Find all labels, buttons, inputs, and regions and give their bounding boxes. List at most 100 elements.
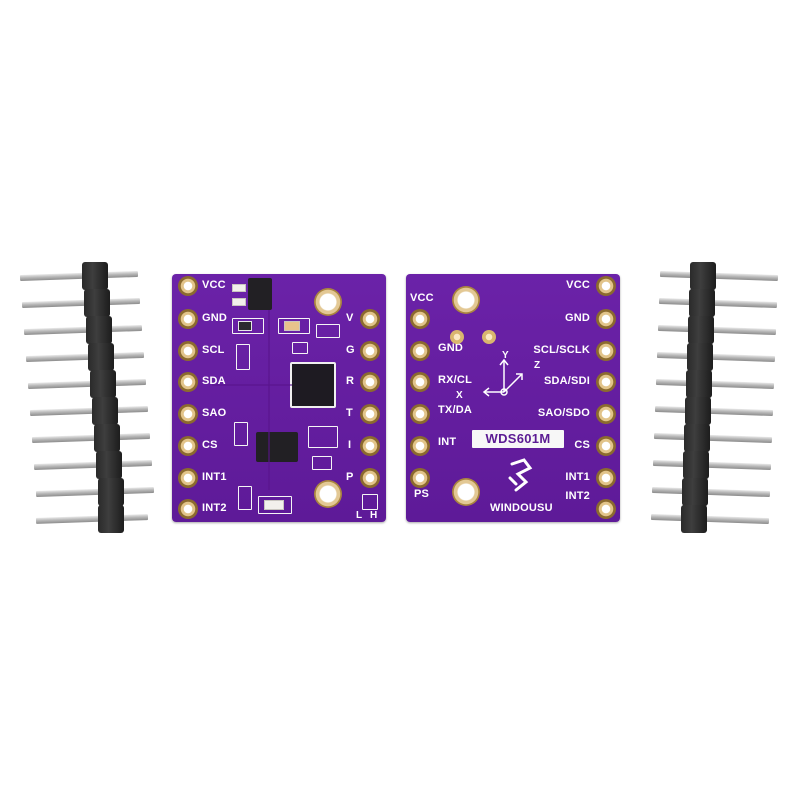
pin-pad bbox=[596, 468, 616, 488]
pin-label: V bbox=[346, 312, 354, 324]
pin-pad bbox=[596, 404, 616, 424]
pin-label: INT1 bbox=[202, 471, 227, 483]
pin-label: G bbox=[346, 344, 355, 356]
header-pin bbox=[35, 505, 156, 533]
pin-pad bbox=[596, 276, 616, 296]
solder-jumper bbox=[362, 494, 378, 510]
header-pin bbox=[642, 262, 782, 290]
pin-label: INT1 bbox=[565, 471, 590, 483]
pin-pad bbox=[178, 341, 198, 361]
pin-label: SDA/SDI bbox=[543, 375, 590, 387]
pin-pad bbox=[360, 404, 380, 424]
pin-label: VCC bbox=[410, 292, 434, 304]
header-pin bbox=[636, 424, 776, 452]
smd-component bbox=[232, 284, 246, 292]
smd-footprint bbox=[232, 318, 264, 334]
jumper-label: L bbox=[356, 510, 363, 521]
pin-pad bbox=[596, 341, 616, 361]
pcb-trace bbox=[212, 384, 292, 386]
mounting-hole bbox=[452, 286, 480, 314]
header-pin bbox=[638, 370, 778, 398]
pcb-front: VCC GND SCL SDA SAO CS INT1 INT2 V G R T… bbox=[172, 274, 386, 522]
secondary-chip bbox=[256, 432, 298, 462]
brand-name: WINDOUSU bbox=[490, 502, 553, 514]
model-label: WDS601M bbox=[472, 430, 564, 448]
pin-label: P bbox=[346, 471, 354, 483]
pin-pad bbox=[596, 372, 616, 392]
mounting-hole bbox=[314, 288, 342, 316]
smd-footprint bbox=[234, 422, 248, 446]
axis-label-z: Z bbox=[534, 360, 541, 371]
smd-footprint bbox=[258, 496, 292, 514]
pin-pad bbox=[178, 436, 198, 456]
pin-label: VCC bbox=[202, 279, 226, 291]
pin-pad bbox=[596, 309, 616, 329]
header-pin bbox=[22, 316, 162, 344]
pin-pad bbox=[410, 404, 430, 424]
pin-pad bbox=[410, 341, 430, 361]
pin-header-left bbox=[18, 262, 158, 542]
pin-pad bbox=[360, 309, 380, 329]
pin-pad bbox=[410, 372, 430, 392]
smd-footprint bbox=[278, 318, 310, 334]
pcb-back: VCC GND RX/CL TX/DA INT PS VCC GND SCL/S… bbox=[406, 274, 620, 522]
pin-pad bbox=[360, 436, 380, 456]
header-pin bbox=[26, 370, 166, 398]
pin-label: VCC bbox=[566, 279, 590, 291]
pin-label: R bbox=[346, 375, 355, 387]
header-pin bbox=[30, 424, 170, 452]
via-hole bbox=[482, 330, 496, 344]
pin-pad bbox=[596, 436, 616, 456]
imu-chip bbox=[290, 362, 336, 408]
pin-pad bbox=[360, 341, 380, 361]
pin-label: GND bbox=[564, 312, 590, 324]
pin-label: PS bbox=[414, 488, 430, 500]
pin-pad bbox=[410, 436, 430, 456]
pin-header-right bbox=[642, 262, 782, 542]
smd-component bbox=[264, 500, 284, 510]
pcb-trace bbox=[268, 310, 270, 490]
header-pin bbox=[633, 505, 773, 533]
header-pin bbox=[634, 478, 774, 506]
header-pin bbox=[639, 343, 779, 371]
pin-pad bbox=[410, 309, 430, 329]
pin-label: GND bbox=[202, 312, 228, 324]
pin-label: INT2 bbox=[202, 502, 227, 514]
pin-pad bbox=[178, 499, 198, 519]
header-pin bbox=[641, 289, 781, 317]
pin-label: I bbox=[348, 439, 352, 451]
pin-pad bbox=[178, 404, 198, 424]
header-pin bbox=[18, 262, 158, 290]
pin-label: SAO bbox=[202, 407, 227, 419]
pin-label: SCL bbox=[202, 344, 225, 356]
brand-logo-icon bbox=[508, 458, 533, 492]
smd-footprint bbox=[316, 324, 340, 338]
smd-footprint bbox=[312, 456, 332, 470]
smd-component bbox=[284, 321, 300, 331]
pin-label: SCL/SCLK bbox=[533, 344, 590, 356]
axis-indicator-icon bbox=[482, 358, 523, 397]
pin-pad bbox=[178, 276, 198, 296]
pin-pad bbox=[360, 468, 380, 488]
pin-pad bbox=[410, 468, 430, 488]
pin-label: GND bbox=[438, 342, 464, 354]
pin-label: RX/CL bbox=[438, 374, 472, 386]
pin-label: CS bbox=[202, 439, 218, 451]
smd-footprint bbox=[238, 486, 252, 510]
mounting-hole bbox=[314, 480, 342, 508]
mounting-hole bbox=[452, 478, 480, 506]
smd-component bbox=[232, 298, 246, 306]
header-pin bbox=[28, 397, 168, 425]
axis-label-y: Y bbox=[502, 350, 509, 361]
pin-label: CS bbox=[574, 439, 590, 451]
pin-label: T bbox=[346, 407, 353, 419]
header-pin bbox=[24, 343, 164, 371]
pin-label: INT2 bbox=[565, 490, 590, 502]
smd-component bbox=[238, 321, 252, 331]
voltage-regulator bbox=[248, 278, 272, 310]
pin-pad bbox=[178, 372, 198, 392]
pin-label: TX/DA bbox=[438, 404, 472, 416]
pin-label: SAO/SDO bbox=[537, 407, 590, 419]
pin-pad bbox=[178, 309, 198, 329]
